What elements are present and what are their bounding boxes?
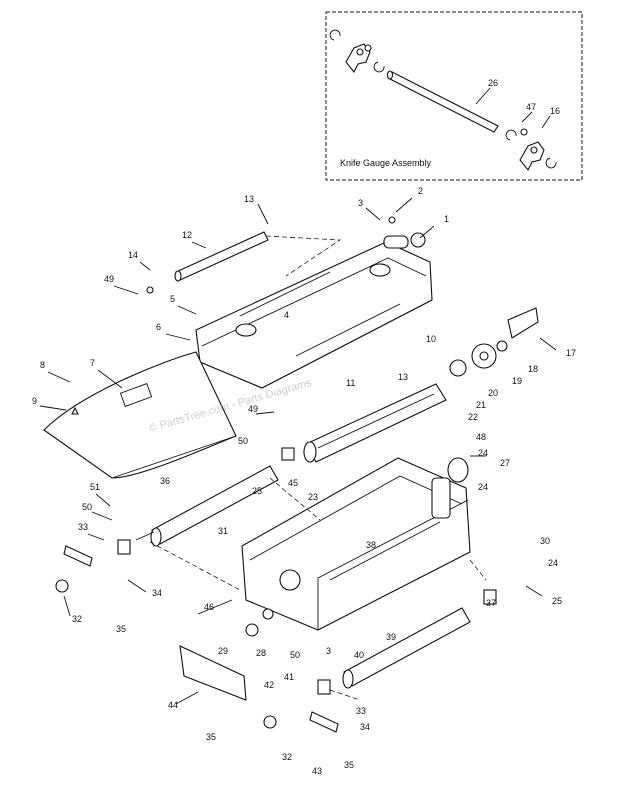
callout-24-b: 24 [478,482,488,492]
guard [179,645,247,701]
callout-1: 1 [444,214,449,224]
callout-46: 46 [204,602,214,612]
callout-50-top: 50 [238,436,248,446]
callout-10: 10 [426,334,436,344]
callout-16: 16 [550,106,560,116]
callout-49-top: 49 [104,274,114,284]
callout-33-bottom: 33 [356,706,366,716]
callout-4: 4 [284,310,289,320]
callout-44: 44 [168,700,178,710]
callout-50-left: 50 [82,502,92,512]
callout-50-bottom: 50 [290,650,300,660]
knife-gauge-assembly-inset: 26 47 16 Knife Gauge Assembly [325,11,583,181]
callout-34-left: 34 [152,588,162,598]
callout-41: 41 [284,672,294,682]
callout-35-bottom-right: 35 [344,760,354,770]
callout-43: 43 [312,766,322,776]
callout-3-top: 3 [358,198,363,208]
callout-9: 9 [32,396,37,406]
callout-18: 18 [528,364,538,374]
callout-25-left: 25 [252,486,262,496]
knife-gauge-left [329,29,385,74]
callout-32-bottom: 32 [282,752,292,762]
callout-51: 51 [90,482,100,492]
callout-30: 30 [540,536,550,546]
gauge-rod [386,70,499,133]
callout-2: 2 [418,186,423,196]
callout-26: 26 [488,78,498,88]
callout-28: 28 [256,648,266,658]
callout-5: 5 [170,294,175,304]
leader-lines [39,197,557,705]
callout-35-left: 35 [116,624,126,634]
callout-13-mid: 13 [398,372,408,382]
callout-27: 27 [500,458,510,468]
gear-train [447,307,539,483]
callout-6: 6 [156,322,161,332]
callout-31: 31 [218,526,228,536]
roller-39-outfeed [342,607,471,689]
callout-24-a: 24 [478,448,488,458]
callout-3-bottom: 3 [326,646,331,656]
callout-7: 7 [90,358,95,368]
roller-11-cutterhead [303,383,447,463]
callout-38: 38 [366,540,376,550]
callout-11: 11 [346,378,355,388]
roller-36-infeed [135,465,279,547]
callout-12: 12 [182,230,192,240]
callout-45: 45 [288,478,298,488]
callouts: 1 2 3 4 5 6 7 8 9 10 11 12 13 13 14 17 1… [32,186,576,776]
callout-33-left: 33 [78,522,88,532]
callout-13-top: 13 [244,194,254,204]
callout-29: 29 [218,646,228,656]
callout-32-left: 32 [72,614,82,624]
callout-42: 42 [264,680,274,690]
callout-35-bottom-left: 35 [206,732,216,742]
callout-49-mid: 49 [248,404,258,414]
base-casting [241,457,471,631]
callout-21: 21 [476,400,486,410]
hardware-parts [55,216,497,733]
inset-caption: Knife Gauge Assembly [340,158,432,168]
callout-40: 40 [354,650,364,660]
callout-8: 8 [40,360,45,370]
callout-19: 19 [512,376,522,386]
callout-37: 37 [486,598,496,608]
cover [43,351,237,479]
callout-39: 39 [386,632,396,642]
callout-34-bottom: 34 [360,722,370,732]
assembly-lines [149,235,487,701]
callout-36: 36 [160,476,170,486]
callout-23: 23 [308,492,318,502]
callout-47: 47 [526,102,536,112]
knife-gauge-right [505,128,557,172]
callout-20: 20 [488,388,498,398]
callout-14: 14 [128,250,138,260]
callout-24-c: 24 [548,558,558,568]
callout-48: 48 [476,432,486,442]
callout-25-right: 25 [552,596,562,606]
callout-17: 17 [566,348,576,358]
callout-22: 22 [468,412,478,422]
roller-12 [174,231,269,282]
head-casting [195,232,433,389]
